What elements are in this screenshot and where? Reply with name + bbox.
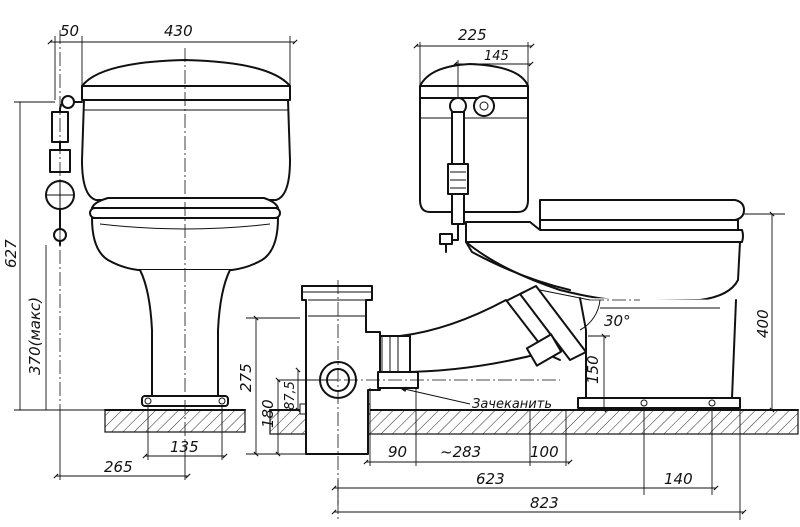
dim-socket-height: 275 [237,363,255,392]
dim-valve-height: 370(макс) [26,297,44,375]
caulk-label: Зачеканить [472,397,552,412]
dim-bowl-height: 400 [754,309,772,338]
dim-tank-width: 430 [164,22,193,40]
dim-base-offset: 265 [104,458,133,476]
dim-pipe-center: 180 [259,399,277,428]
dim-overall-length: 823 [530,494,559,512]
dim-outlet-center: 87,5 [283,381,298,410]
dim-outlet-height: 150 [584,355,602,384]
dim-pipe-length: ~283 [440,443,481,461]
front-view [45,30,291,450]
front-dimensions: 50 430 627 370(макс) 135 265 [2,22,298,480]
dim-pipe-offset: 50 [60,22,79,40]
dim-tank-depth: 225 [458,26,487,44]
dim-socket-to-floor: 90 [388,443,407,461]
floor-left [104,409,246,433]
side-view: Зачеканить [300,63,745,520]
dim-overall-height: 627 [2,239,20,268]
dim-socket-span: 623 [476,470,505,488]
dim-rear-span: 140 [664,470,693,488]
dim-flush-offset: 145 [484,49,509,64]
dim-outlet-angle: 30° [604,312,631,330]
dim-base-width: 135 [170,438,199,456]
dim-bowl-to-socket: 100 [530,443,559,461]
side-dimensions: 225 145 400 30° 150 275 180 87,5 [237,26,785,520]
